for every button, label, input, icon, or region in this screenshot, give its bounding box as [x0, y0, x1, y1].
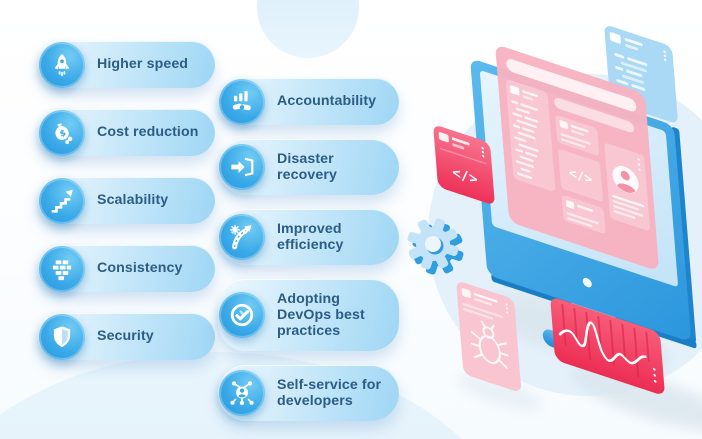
shield-icon — [39, 313, 85, 360]
benefit-pill-self-service-for-developers: Self-service for developers — [218, 365, 399, 422]
benefit-pill-cost-reduction: $ Cost reduction — [38, 109, 215, 156]
benefit-pill-adopting-devops-best-practices: Adopting DevOps best practices — [218, 279, 399, 352]
bug-report-card — [456, 282, 521, 391]
benefit-pill-higher-speed: Higher speed — [38, 41, 215, 88]
efficiency-road-icon — [219, 214, 265, 261]
browser-window-card: </> — [495, 46, 659, 269]
benefit-pill-improved-efficiency: Improved efficiency — [218, 209, 399, 266]
benefit-label: Higher speed — [97, 56, 189, 73]
rocket-icon — [39, 41, 85, 88]
recovery-door-arrow-icon — [219, 144, 265, 191]
benefit-label: Consistency — [97, 260, 183, 277]
devops-illustration: </> </> — [407, 26, 702, 431]
benefit-label: Security — [97, 328, 154, 345]
double-check-icon — [219, 292, 265, 339]
benefit-label: Adopting DevOps best practices — [277, 291, 365, 340]
gear-3d-icon — [407, 218, 464, 275]
layers-stack-icon — [39, 245, 85, 292]
money-bag-icon: $ — [39, 109, 85, 156]
stairs-growth-icon — [39, 177, 85, 224]
benefit-pill-scalability: Scalability — [38, 177, 215, 224]
benefit-pill-disaster-recovery: Disaster recovery — [218, 139, 399, 196]
developer-network-icon — [219, 370, 265, 417]
benefit-label: Disaster recovery — [277, 151, 337, 184]
benefit-label: Improved efficiency — [277, 221, 344, 254]
chart-handshake-icon — [219, 78, 265, 125]
benefit-label: Self-service for developers — [277, 377, 382, 410]
benefit-pill-consistency: Consistency — [38, 245, 215, 292]
benefit-pill-security: Security — [38, 313, 215, 360]
benefit-label: Accountability — [277, 93, 377, 110]
trend-line — [558, 321, 647, 365]
benefit-label: Cost reduction — [97, 124, 199, 141]
benefit-label: Scalability — [97, 192, 169, 209]
code-snippet-card-red: </> — [433, 126, 495, 204]
benefit-pill-accountability: Accountability — [218, 78, 399, 125]
svg-text:$: $ — [59, 128, 68, 139]
metrics-graph-card — [550, 298, 665, 394]
background-blob — [257, 0, 359, 58]
